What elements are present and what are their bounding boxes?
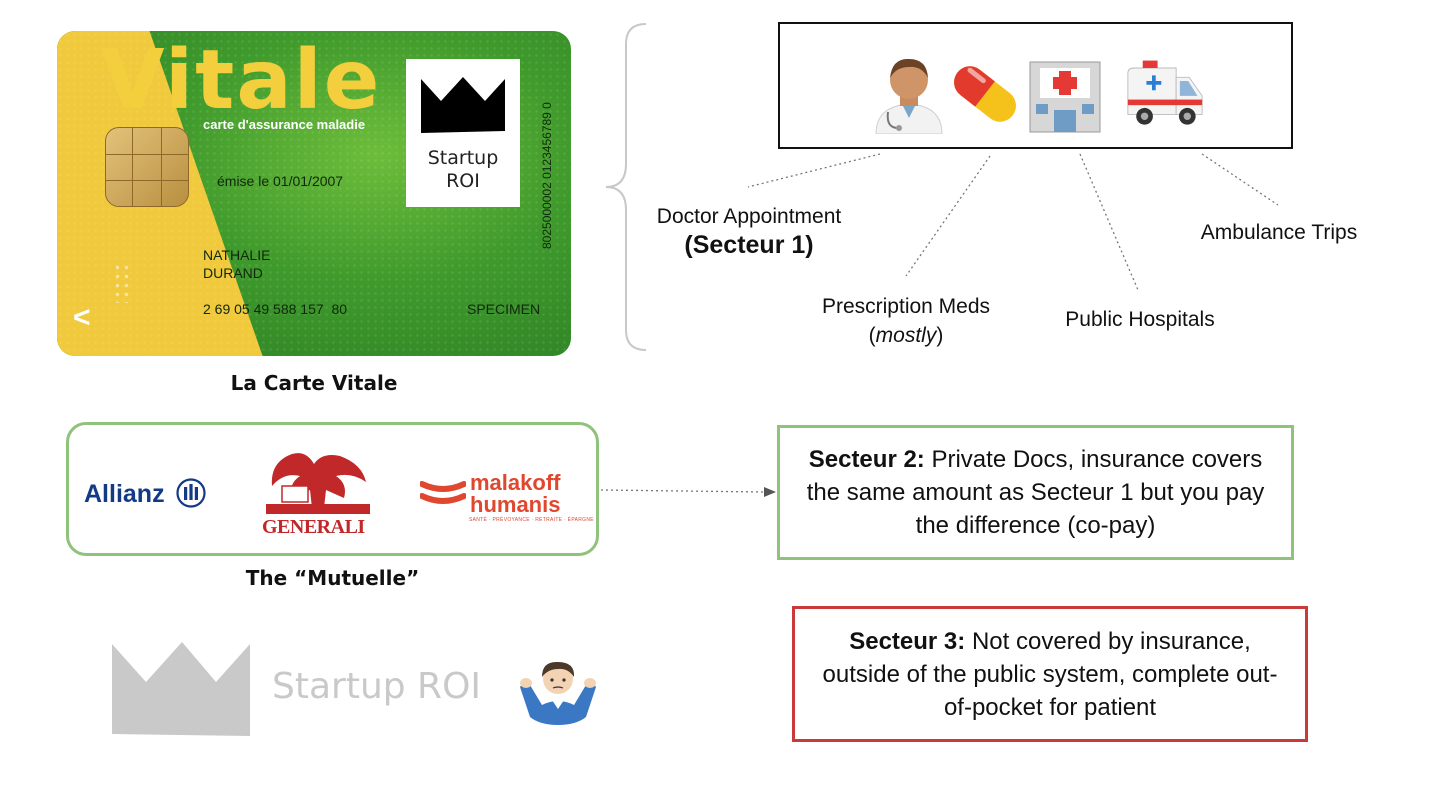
card-vertical-number: 8025000002 0123456789 0 xyxy=(540,102,554,249)
malakoff-logo-line2: humanis xyxy=(470,492,561,517)
doctor-icon xyxy=(875,58,943,134)
card-arrow-icon: < xyxy=(73,301,91,334)
allianz-eagle-icon xyxy=(175,478,206,508)
svg-text:8025000002 0123456789 0: 8025000002 0123456789 0 xyxy=(540,102,554,249)
crown-icon xyxy=(421,77,505,133)
mutuelle-box xyxy=(66,422,599,556)
secteur3-heading: Secteur 3: xyxy=(849,627,966,655)
generali-lion-icon xyxy=(266,453,370,514)
card-title: Vitale xyxy=(101,33,382,128)
secteur3-box: Secteur 3: Not covered by insurance, out… xyxy=(792,606,1308,742)
card-number: 2 69 05 49 588 157 80 xyxy=(203,301,348,317)
malakoff-logo-line1: malakoff xyxy=(470,470,561,495)
label-ambulance-trips: Ambulance Trips xyxy=(1200,221,1358,244)
startup-roi-logo xyxy=(406,59,520,207)
watermark-crown-icon xyxy=(112,642,250,736)
ambulance-icon xyxy=(1127,60,1203,125)
hospital-icon xyxy=(1029,61,1101,133)
secteur2-text: Private Docs, insurance covers the same … xyxy=(806,446,1265,539)
covered-services-box xyxy=(778,22,1293,149)
card-issue-date: émise le 01/01/2007 xyxy=(217,173,344,189)
card-first-name: NATHALIE xyxy=(203,247,271,263)
shrug-icon xyxy=(520,661,596,725)
label-doctor-appointment: Doctor Appointment (Secteur 1) xyxy=(656,205,842,259)
chip-icon xyxy=(105,127,189,207)
label-public-hospitals: Public Hospitals xyxy=(1065,308,1215,331)
card-last-name: DURAND xyxy=(203,265,263,281)
secteur2-box: Secteur 2: Private Docs, insurance cover… xyxy=(777,425,1294,560)
vitale-caption: La Carte Vitale xyxy=(230,371,398,395)
generali-logo: GENERALI xyxy=(262,516,365,538)
watermark-text: Startup ROI xyxy=(272,666,482,707)
curly-brace xyxy=(605,23,647,351)
card-subtitle: carte d'assurance maladie xyxy=(203,117,366,132)
secteur3-text: Not covered by insurance, outside of the… xyxy=(822,627,1278,721)
label-prescription-meds: Prescription Meds (mostly) xyxy=(821,295,991,347)
pill-icon xyxy=(954,66,1016,122)
startup-roi-logo-text: Startup ROI xyxy=(427,147,499,192)
vitale-card: Vitale carte d'assurance maladie émise l… xyxy=(57,31,571,356)
mutuelle-caption: The “Mutuelle” xyxy=(245,566,420,590)
secteur2-heading: Secteur 2: xyxy=(808,446,925,473)
card-specimen: SPECIMEN xyxy=(467,301,541,317)
malakoff-waves-icon xyxy=(420,481,466,504)
malakoff-tagline: SANTÉ · PRÉVOYANCE · RETRAITE · ÉPARGNE xyxy=(469,517,594,523)
allianz-logo: Allianz xyxy=(84,478,206,509)
card-dots xyxy=(113,263,133,303)
